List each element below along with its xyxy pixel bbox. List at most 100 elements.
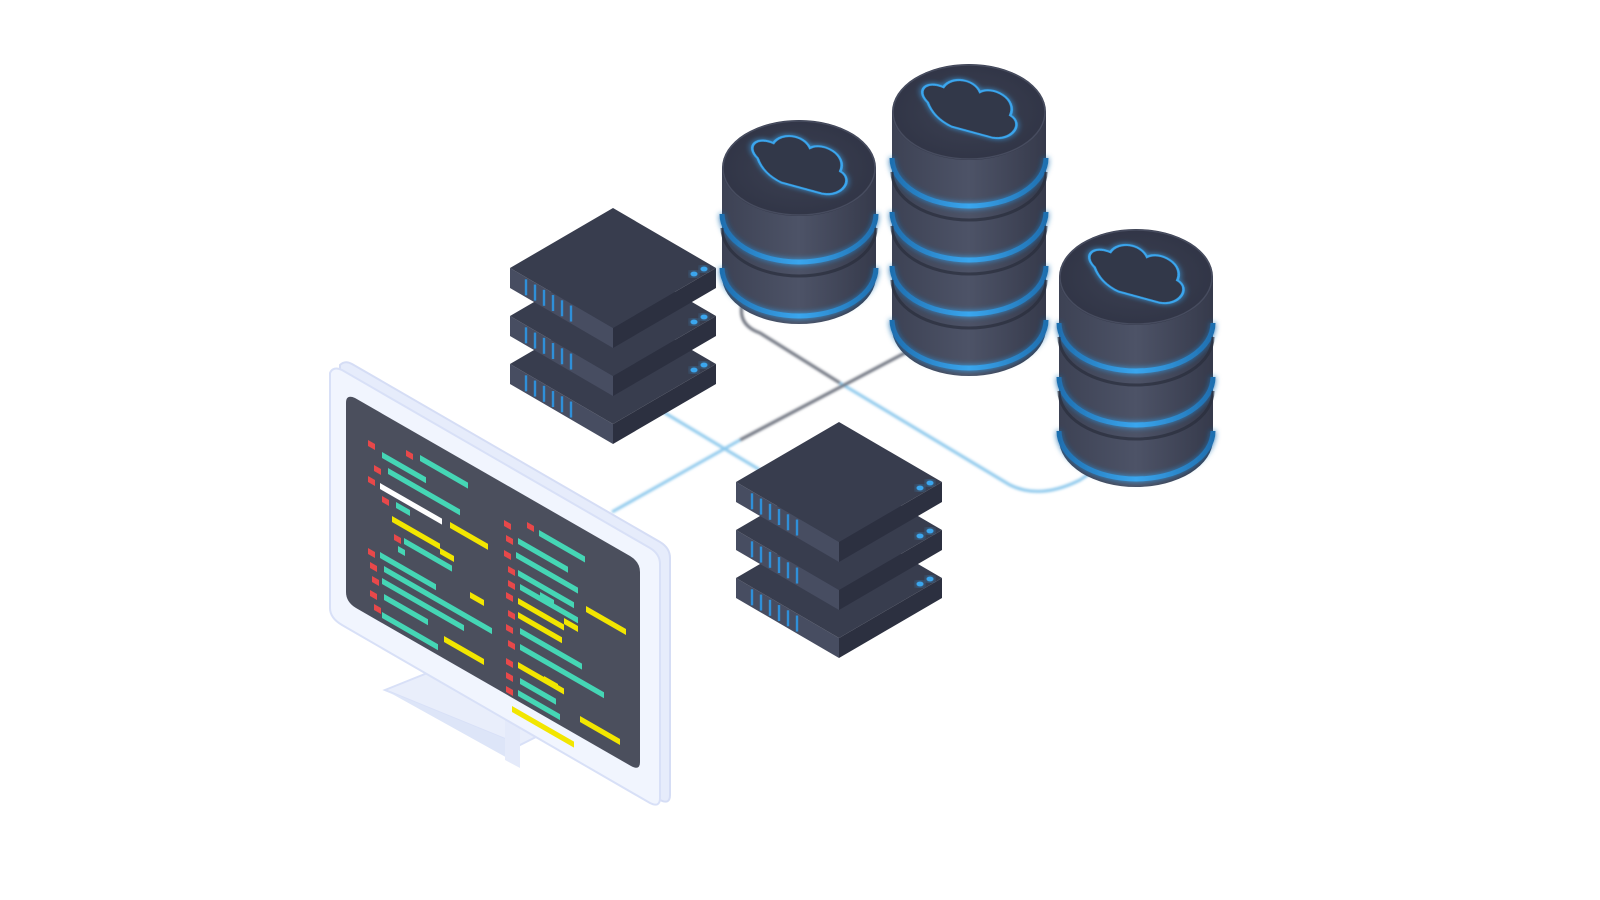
code-token xyxy=(520,627,582,670)
status-led xyxy=(926,528,934,534)
code-token xyxy=(404,538,452,572)
code-marker xyxy=(382,496,389,507)
code-string xyxy=(518,611,562,644)
code-string xyxy=(518,597,564,631)
code-token xyxy=(539,529,585,563)
server-unit xyxy=(736,422,942,562)
code-token xyxy=(382,612,438,651)
status-led xyxy=(690,367,698,373)
code-marker xyxy=(374,464,381,476)
server-unit xyxy=(510,208,716,348)
status-led xyxy=(926,576,934,582)
code-marker xyxy=(508,579,515,591)
database-band xyxy=(1056,322,1216,374)
code-token xyxy=(382,452,426,484)
status-led xyxy=(690,271,698,277)
server-stack-lower xyxy=(736,422,942,658)
code-string xyxy=(470,591,484,607)
database-separator xyxy=(890,171,1048,222)
code-marker xyxy=(506,591,513,603)
code-token xyxy=(518,689,560,721)
code-token xyxy=(516,551,578,594)
database-band xyxy=(889,265,1049,317)
code-marker xyxy=(508,609,515,621)
code-marker xyxy=(508,639,515,651)
database-separator xyxy=(890,225,1048,276)
code-string xyxy=(564,618,578,633)
cloud-icon xyxy=(921,79,1018,140)
code-token xyxy=(396,501,410,517)
database-band xyxy=(889,211,1049,263)
database-separator xyxy=(720,227,878,278)
cloud-icon xyxy=(1088,244,1185,305)
code-token xyxy=(384,566,492,635)
code-marker xyxy=(368,439,375,451)
code-token xyxy=(520,583,578,624)
status-led xyxy=(916,581,924,587)
code-marker xyxy=(394,534,401,545)
cloud-icon xyxy=(751,135,848,196)
code-lines xyxy=(368,439,626,748)
code-marker xyxy=(506,685,513,697)
code-marker xyxy=(508,565,515,577)
code-string xyxy=(392,516,440,550)
code-token xyxy=(518,569,574,609)
code-string xyxy=(512,706,574,748)
code-token xyxy=(384,594,428,626)
connection-wires xyxy=(611,304,1096,514)
status-led xyxy=(690,319,698,325)
code-marker xyxy=(374,604,381,615)
cloud-database-right xyxy=(1056,229,1216,487)
code-string xyxy=(444,636,484,666)
database-band xyxy=(1056,430,1216,482)
code-marker xyxy=(506,671,513,683)
status-led xyxy=(700,266,708,272)
code-string xyxy=(440,547,454,563)
code-marker xyxy=(504,550,511,561)
code-token xyxy=(540,591,554,607)
status-led xyxy=(700,314,708,320)
code-string xyxy=(586,605,626,635)
code-marker xyxy=(368,475,375,487)
code-marker xyxy=(368,547,375,559)
code-marker xyxy=(506,534,513,546)
code-marker xyxy=(372,576,379,587)
code-highlight xyxy=(380,482,442,525)
cloud-database-tall xyxy=(889,64,1049,376)
code-token xyxy=(520,677,556,705)
code-string xyxy=(544,676,558,691)
code-marker xyxy=(506,657,513,669)
code-token xyxy=(398,545,405,557)
server-stack-upper xyxy=(510,208,716,444)
code-marker xyxy=(504,519,511,531)
status-led xyxy=(926,480,934,486)
status-led xyxy=(700,362,708,368)
code-token xyxy=(520,643,604,699)
code-token xyxy=(420,454,468,489)
monitor xyxy=(329,361,671,806)
status-led xyxy=(916,485,924,491)
code-string xyxy=(450,521,488,550)
database-separator xyxy=(1057,336,1215,387)
database-band xyxy=(1056,376,1216,428)
code-marker xyxy=(370,589,377,601)
database-body xyxy=(1059,277,1213,487)
code-string xyxy=(580,715,620,745)
database-separator xyxy=(890,279,1048,330)
cloud-database-small xyxy=(719,120,879,324)
code-token xyxy=(518,537,568,573)
code-marker xyxy=(370,561,377,573)
database-band xyxy=(889,319,1049,371)
code-token xyxy=(380,551,436,591)
database-band xyxy=(889,157,1049,209)
code-marker xyxy=(527,521,534,533)
database-band xyxy=(719,267,879,319)
database-separator xyxy=(1057,390,1215,441)
code-marker xyxy=(406,449,413,461)
database-band xyxy=(719,213,879,265)
code-token xyxy=(388,467,460,516)
status-led xyxy=(916,533,924,539)
code-token xyxy=(382,578,464,632)
